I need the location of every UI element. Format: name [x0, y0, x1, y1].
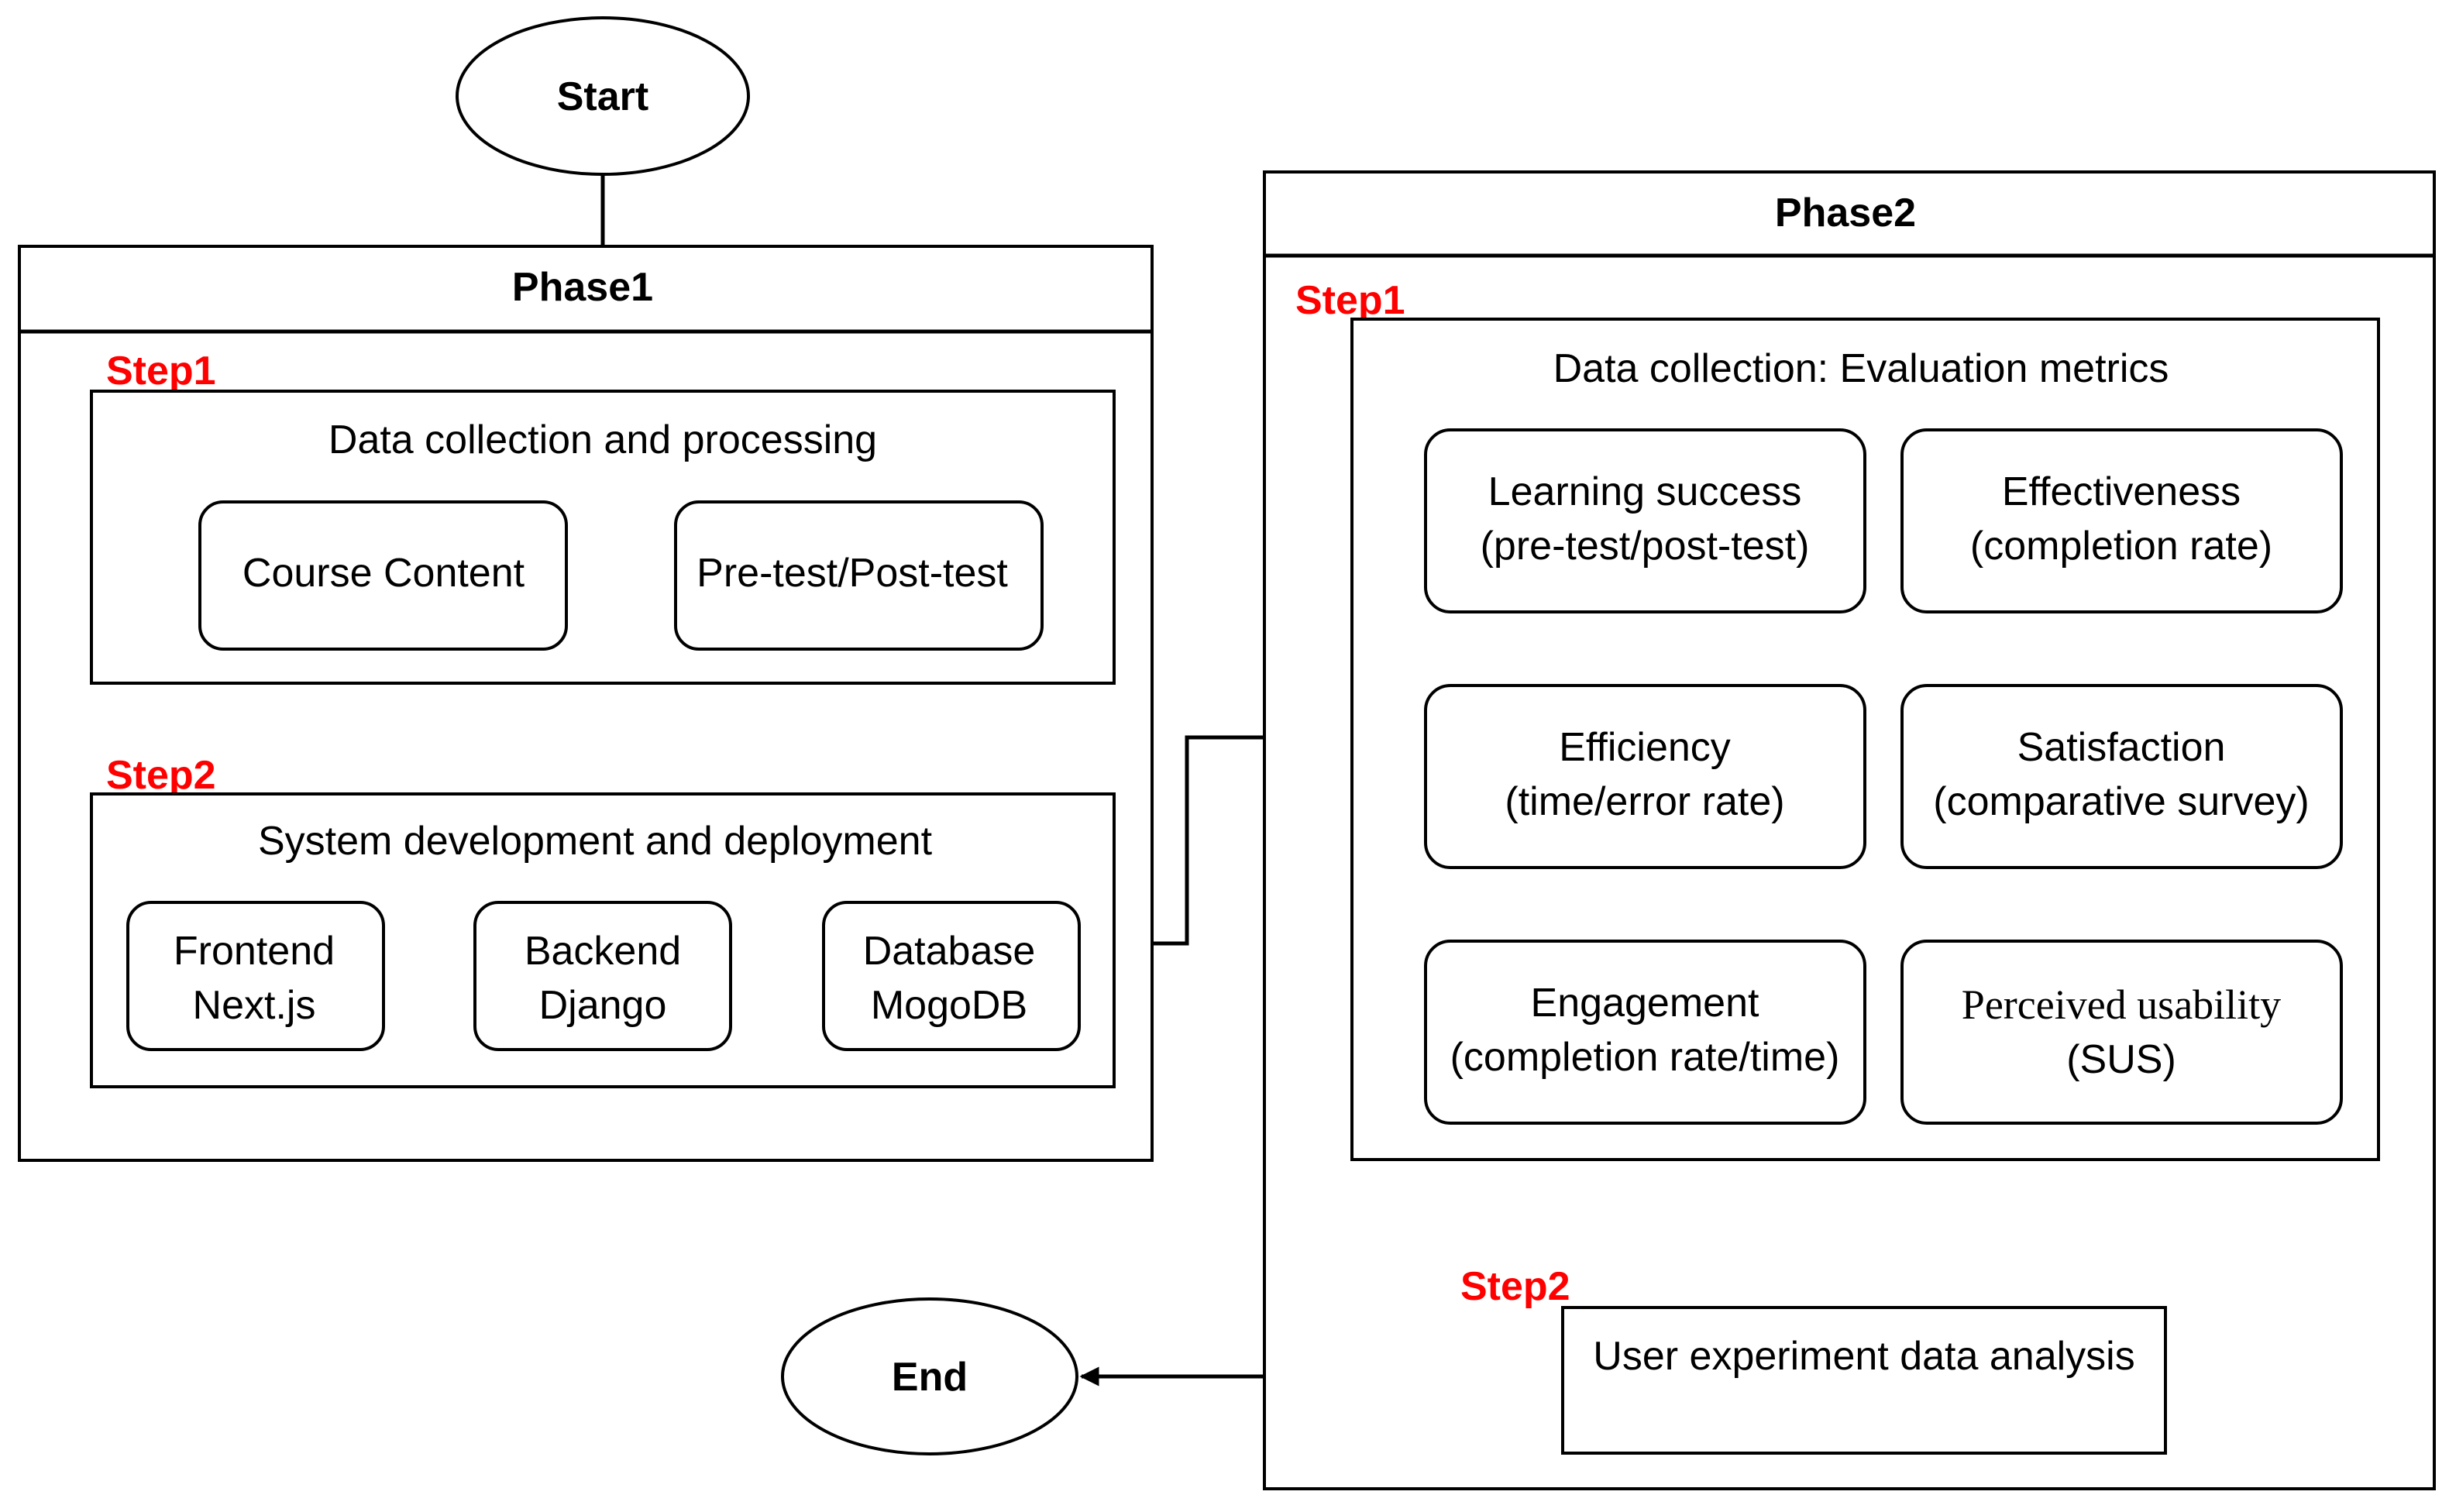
metric-perceived-usability-box [1900, 940, 2343, 1125]
metric-learning-success-box [1424, 428, 1866, 613]
metric-satisfaction-box [1900, 684, 2343, 869]
database-box [822, 901, 1081, 1051]
metric-efficiency-detail: (time/error rate) [1505, 779, 1784, 824]
frontend-tech: Next.js [193, 983, 316, 1028]
phase1-step2-box: System development and deployment Fronte… [90, 792, 1116, 1088]
database-tech: MogoDB [871, 983, 1027, 1028]
metric-perceived-usability-detail: (SUS) [2066, 1037, 2176, 1082]
phase2-title: Phase2 [1775, 191, 1916, 235]
metric-effectiveness-label: Effectiveness [2002, 469, 2241, 514]
metric-efficiency-label: Efficiency [1559, 725, 1731, 770]
metric-effectiveness-detail: (completion rate) [1970, 524, 2272, 569]
pre-post-test-label: Pre-test/Post-test [697, 551, 1008, 596]
metric-engagement-label: Engagement [1531, 981, 1759, 1026]
metric-satisfaction-label: Satisfaction [2017, 725, 2226, 770]
step2-title: System development and deployment [258, 819, 933, 864]
backend-tech: Django [539, 983, 667, 1028]
end-terminal: End [781, 1297, 1078, 1455]
course-content-box [198, 500, 568, 651]
metric-learning-success-label: Learning success [1488, 469, 1802, 514]
phase1-title: Phase1 [512, 265, 653, 310]
phase2-step1-label: Step1 [1295, 278, 1405, 323]
backend-box [473, 901, 732, 1051]
phase2-step2-box: User experiment data analysis [1561, 1306, 2167, 1455]
database-label: Database [863, 929, 1036, 974]
phase1-step1-label: Step1 [106, 349, 216, 393]
metric-satisfaction-detail: (comparative survey) [1933, 779, 2309, 824]
backend-label: Backend [525, 929, 681, 974]
step1-title: Data collection and processing [328, 418, 877, 462]
metric-perceived-usability-label: Perceived usability [1962, 981, 2281, 1028]
phase1-step2-label: Step2 [106, 753, 216, 798]
start-terminal: Start [456, 16, 750, 176]
course-content-label: Course Content [242, 551, 525, 596]
metric-efficiency-box [1424, 684, 1866, 869]
metrics-title: Data collection: Evaluation metrics [1553, 346, 2169, 391]
phase2-step1-box: Data collection: Evaluation metrics Lear… [1350, 318, 2380, 1161]
metric-engagement-box [1424, 940, 1866, 1125]
pre-post-test-box [674, 500, 1044, 651]
frontend-label: Frontend [174, 929, 335, 974]
frontend-box [126, 901, 385, 1051]
metric-learning-success-detail: (pre-test/post-test) [1481, 524, 1810, 569]
metric-effectiveness-box [1900, 428, 2343, 613]
phase2-step2-label: Step2 [1460, 1264, 1570, 1309]
metric-engagement-detail: (completion rate/time) [1450, 1035, 1840, 1080]
phase1-step1-box: Data collection and processing Course Co… [90, 390, 1116, 685]
start-label: Start [557, 74, 648, 119]
end-label: End [892, 1355, 968, 1400]
analysis-label: User experiment data analysis [1593, 1334, 2134, 1379]
